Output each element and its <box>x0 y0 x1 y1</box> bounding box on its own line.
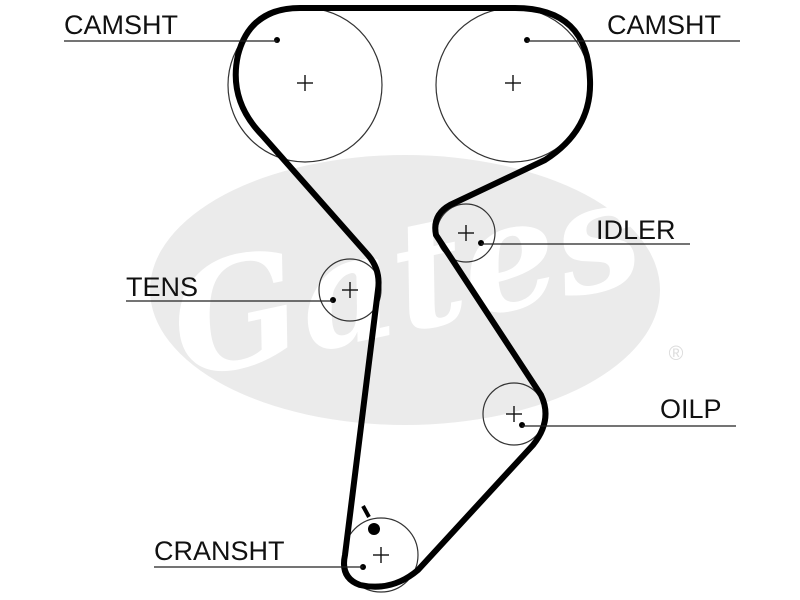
camshaft-left-callout: CAMSHT <box>64 10 277 42</box>
watermark-registered-mark: ® <box>669 343 684 365</box>
crankshaft-label: CRANSHT <box>154 536 285 566</box>
gates-watermark-logo: Gates ® <box>150 143 684 425</box>
timing-belt <box>232 5 594 590</box>
tensioner-label: TENS <box>126 272 198 302</box>
labels: CAMSHT CAMSHT IDLER TENS OILP CRANSHT <box>64 10 740 568</box>
idler-callout: IDLER <box>481 215 690 245</box>
camshaft-right-label: CAMSHT <box>607 10 721 40</box>
oil-pump-callout: OILP <box>522 394 736 427</box>
tensioner-callout: TENS <box>126 272 333 302</box>
idler-label: IDLER <box>596 215 676 245</box>
camshaft-left-label: CAMSHT <box>64 10 178 40</box>
camshaft-right-callout: CAMSHT <box>527 10 740 42</box>
crankshaft-callout: CRANSHT <box>154 536 363 568</box>
watermark-ellipse <box>150 155 660 425</box>
oil-pump-label: OILP <box>660 394 722 424</box>
